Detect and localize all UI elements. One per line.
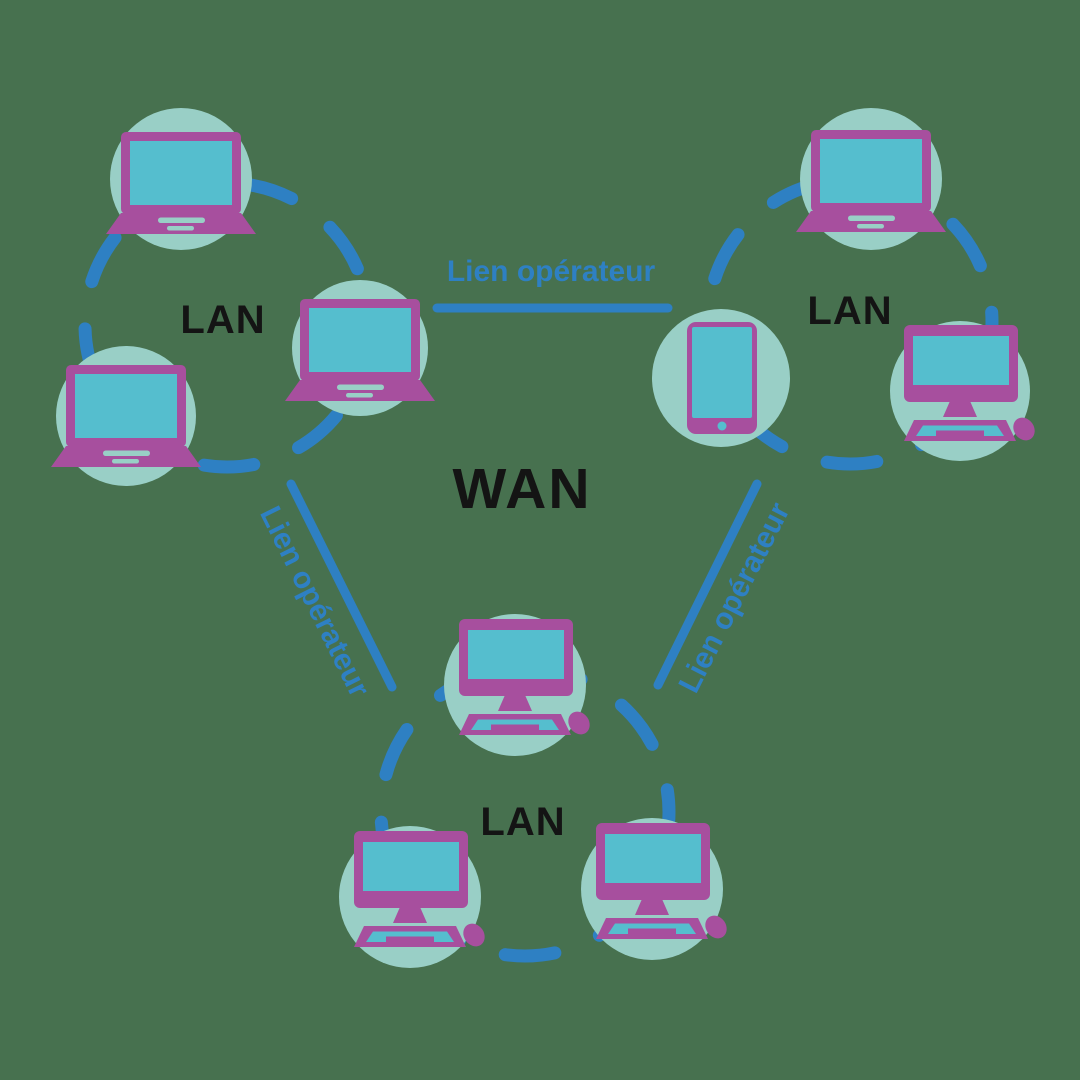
lan-label: LAN [480,800,565,844]
lan-cluster-top-right: LAN [652,108,1040,471]
operator-link-top: Lien opérateur [432,255,673,313]
laptop-icon [285,299,435,401]
operator-link-left: Lien opérateur [253,479,397,703]
lan-ring [374,661,676,963]
operator-link-label: Lien opérateur [447,255,656,288]
tablet-icon [687,322,757,434]
laptop-icon [106,132,256,234]
lan-cluster-bottom: LAN [339,614,732,968]
laptop-icon [796,130,946,232]
operator-link-right: Lien opérateur [653,479,797,698]
operator-link-line [286,479,397,692]
lan-label: LAN [807,289,892,333]
operator-link-line [653,479,762,690]
laptop-icon [51,365,201,467]
lan-label: LAN [180,298,265,342]
wan-label: WAN [453,457,592,521]
lan-cluster-top-left: LAN [51,108,435,486]
